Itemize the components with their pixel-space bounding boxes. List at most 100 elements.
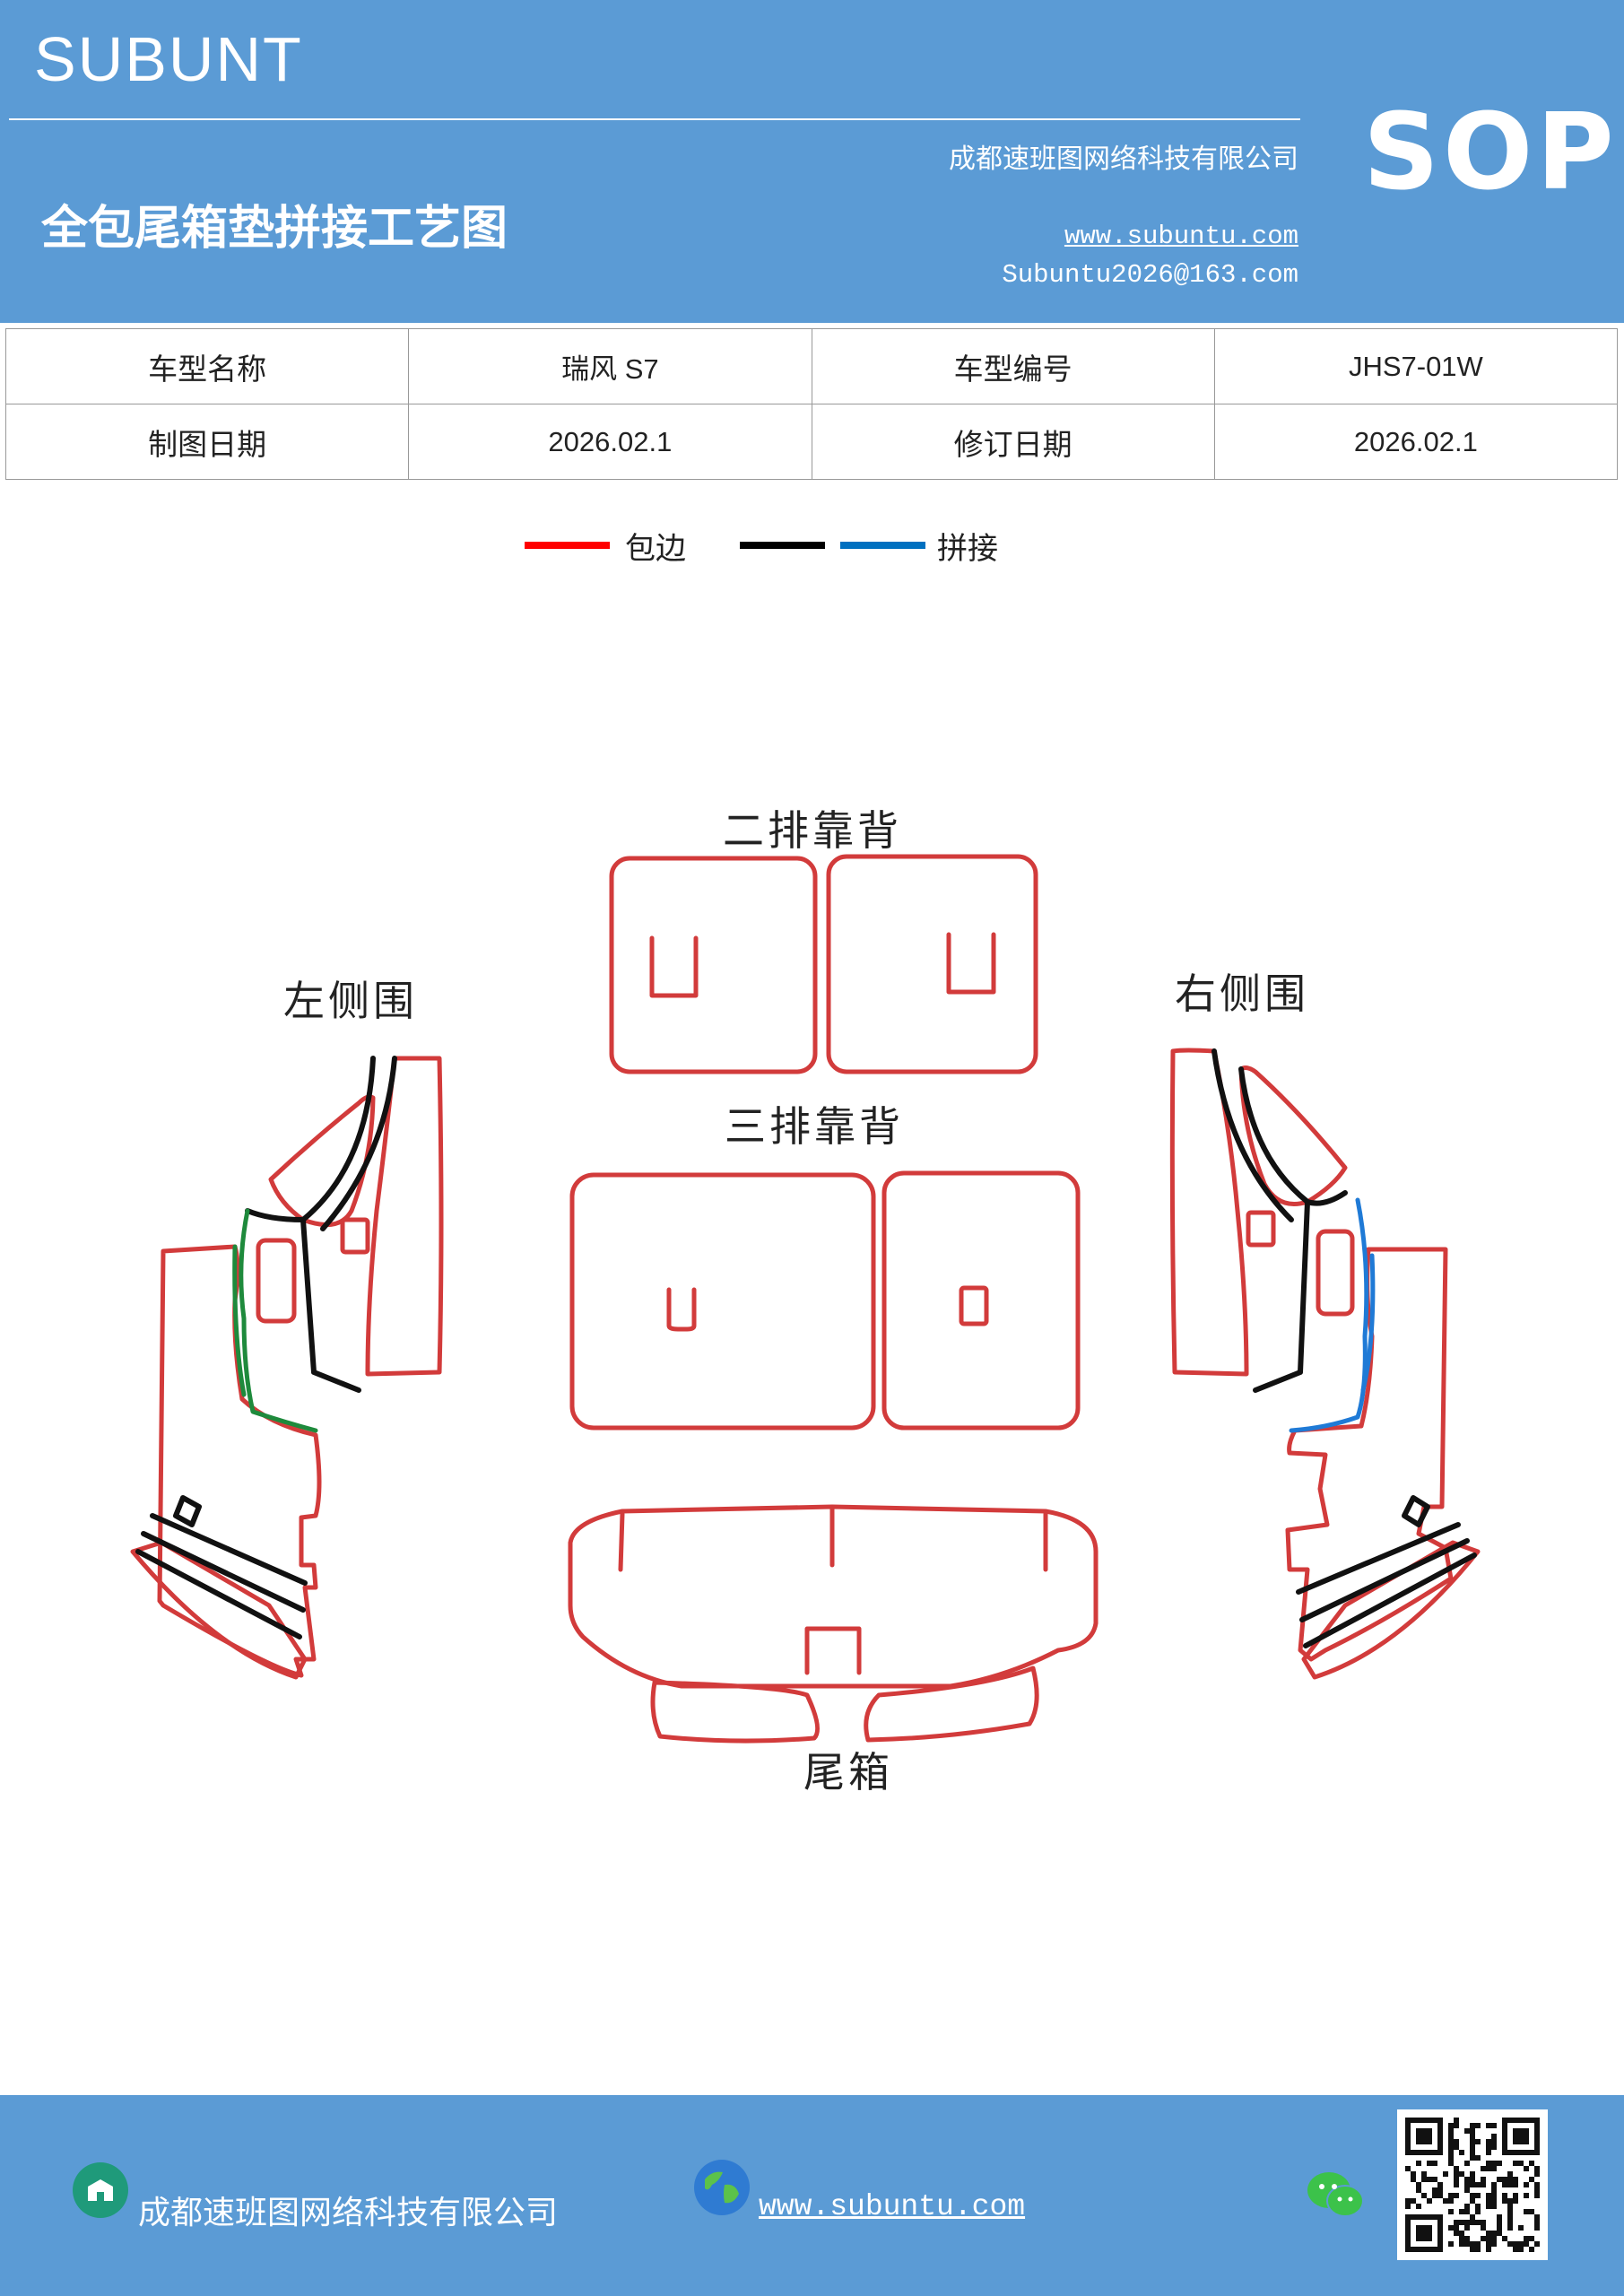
qr-module [1518, 2225, 1524, 2231]
qr-module [1470, 2247, 1475, 2252]
globe-icon-sphere [694, 2160, 750, 2215]
qr-module [1491, 2241, 1497, 2247]
left-black-seam-1 [300, 1056, 376, 1222]
wechat-icon[interactable] [1306, 2169, 1365, 2224]
qr-module [1421, 2193, 1427, 2198]
right-small-cutout [1246, 1210, 1276, 1248]
qr-module [1529, 2236, 1534, 2241]
qr-module [1524, 2182, 1529, 2187]
header-divider [9, 118, 1300, 120]
qr-module [1507, 2177, 1513, 2182]
second-row-right-piece [826, 854, 1038, 1074]
footer-company-name: 成都速班图网络科技有限公司 [138, 2195, 559, 2231]
right-black-seam-7 [1303, 1552, 1477, 1648]
qr-module [1529, 2177, 1534, 2182]
document-title: 全包尾箱垫拼接工艺图 [41, 201, 508, 256]
qr-module [1443, 2198, 1448, 2204]
qr-module [1491, 2236, 1497, 2241]
qr-module [1470, 2214, 1475, 2220]
left-green-seam-inner [232, 1244, 247, 1397]
qr-module [1448, 2123, 1454, 2128]
qr-module [1470, 2177, 1475, 2182]
label-revision-date: 修订日期 [811, 404, 1215, 480]
trunk-right-flap [864, 1665, 1039, 1743]
qr-module [1524, 2166, 1529, 2171]
brand-name: SUBUNT [34, 24, 303, 94]
qr-module [1513, 2177, 1518, 2182]
qr-code-icon[interactable] [1397, 2109, 1548, 2264]
qr-module [1432, 2177, 1437, 2182]
wechat-icon-bubble-small [1326, 2185, 1364, 2217]
qr-module [1497, 2177, 1502, 2182]
label-model-code: 车型编号 [811, 328, 1215, 404]
right-blue-seam [1289, 1197, 1369, 1433]
qr-module [1513, 2241, 1518, 2247]
qr-module [1502, 2236, 1507, 2241]
website-link[interactable]: www.subuntu.com [1064, 222, 1298, 251]
qr-module [1454, 2171, 1459, 2177]
legend-swatch-splice [840, 542, 925, 549]
qr-module [1524, 2209, 1529, 2214]
qr-module [1448, 2161, 1454, 2166]
qr-module [1454, 2144, 1459, 2150]
qr-module [1513, 2247, 1518, 2252]
qr-module [1464, 2161, 1470, 2166]
legend-label-edging: 包边 [625, 531, 686, 567]
qr-module [1448, 2241, 1454, 2247]
left-black-seam-5 [150, 1513, 308, 1586]
left-black-seam-2 [320, 1056, 397, 1231]
qr-module [1470, 2123, 1475, 2128]
legend-swatch-edging [525, 542, 610, 549]
qr-module [1416, 2182, 1421, 2187]
building-icon-shape [88, 2179, 113, 2201]
qr-module [1491, 2144, 1497, 2150]
label-right-side-panel: 右侧围 [1175, 970, 1309, 1018]
qr-module [1491, 2166, 1497, 2171]
right-lower-strip-piece [1301, 1540, 1481, 1680]
qr-module [1507, 2209, 1513, 2214]
right-black-seam-3 [1253, 1199, 1310, 1393]
building-icon [72, 2161, 129, 2222]
qr-module [1524, 2241, 1529, 2247]
third-row-right-cutout [959, 1285, 989, 1326]
qr-module [1432, 2193, 1437, 2198]
qr-module [1459, 2209, 1464, 2214]
contact-email[interactable]: Subuntu2026@163.com [1002, 260, 1298, 290]
right-rear-strip-piece [1169, 1048, 1249, 1377]
qr-module [1459, 2236, 1464, 2241]
right-blue-seam-inner [1360, 1253, 1376, 1393]
qr-module [1427, 2161, 1432, 2166]
qr-module [1486, 2161, 1491, 2166]
qr-module [1507, 2171, 1513, 2177]
third-row-backrest-pieces [569, 1170, 1081, 1431]
qr-finder-module [1416, 2225, 1432, 2241]
mat-pieces-drawing [130, 854, 1481, 1744]
qr-module [1459, 2171, 1464, 2177]
qr-module [1486, 2247, 1491, 2252]
qr-module [1486, 2139, 1491, 2144]
right-black-seam-1 [1238, 1066, 1310, 1205]
value-draw-date: 2026.02.1 [408, 404, 812, 480]
qr-module [1464, 2241, 1470, 2247]
qr-module [1529, 2209, 1534, 2214]
table-row: 车型名称 瑞风 S7 车型编号 JHS7-01W [4, 328, 1619, 404]
third-row-left-piece [569, 1172, 876, 1431]
qr-module [1534, 2187, 1540, 2193]
qr-module [1405, 2198, 1411, 2204]
footer-website-link[interactable]: www.subuntu.com [759, 2190, 1026, 2223]
label-third-row-backrest: 三排靠背 [725, 1102, 904, 1151]
qr-module [1459, 2220, 1464, 2225]
second-row-right-cutout [946, 932, 996, 995]
qr-module [1454, 2231, 1459, 2236]
qr-module [1486, 2144, 1491, 2150]
qr-module [1481, 2177, 1486, 2182]
qr-module [1470, 2182, 1475, 2187]
qr-module [1486, 2150, 1491, 2155]
qr-module [1470, 2241, 1475, 2247]
qr-module [1491, 2231, 1497, 2236]
left-black-tab [173, 1495, 202, 1527]
qr-module [1486, 2231, 1491, 2236]
left-black-seam-6 [141, 1531, 306, 1613]
right-black-seam-5 [1296, 1522, 1461, 1595]
left-black-seam-7 [135, 1549, 302, 1639]
